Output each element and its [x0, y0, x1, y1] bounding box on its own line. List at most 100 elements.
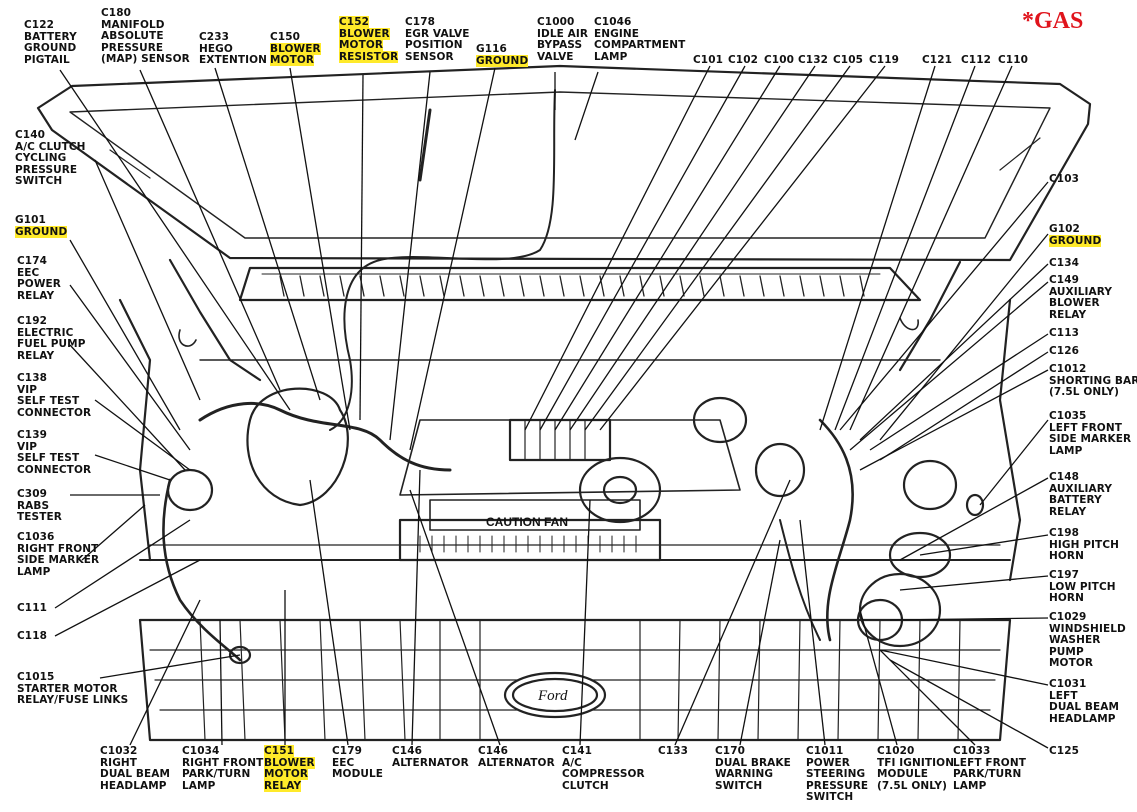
label-line: C121: [922, 54, 953, 66]
label-line: A/C: [562, 756, 582, 769]
label-line: LAMP: [17, 565, 51, 578]
label-line: VIP: [17, 383, 38, 396]
label-line: TESTER: [17, 511, 62, 523]
leader-line-c1034: [219, 619, 223, 746]
label-line: C1033: [953, 745, 991, 757]
label-line: EEC: [17, 266, 40, 279]
label-line: C1015: [17, 671, 55, 683]
label-line: ENGINE: [594, 27, 640, 40]
label-line: HEADLAMP: [100, 779, 167, 792]
label-line: C150: [270, 31, 301, 43]
label-line: G101: [15, 214, 46, 226]
label-line: ELECTRIC: [17, 326, 74, 339]
label-line: DUAL BEAM: [100, 768, 171, 780]
label-c121: C121: [922, 54, 953, 67]
label-c100: C100: [764, 54, 794, 67]
leader-line-c1020: [859, 609, 898, 746]
label-line: SIDE MARKER: [17, 554, 100, 566]
label-line: MOTOR: [1049, 657, 1094, 669]
label-c132: C132: [798, 54, 828, 67]
label-line: VIP: [17, 440, 38, 453]
leader-line-g116: [409, 67, 496, 451]
label-line: SWITCH: [15, 175, 63, 187]
label-c112: C112: [961, 54, 991, 67]
label-line: SELF TEST: [17, 452, 80, 464]
leader-line-c110: [849, 65, 1013, 431]
label-line: ABSOLUTE: [101, 30, 164, 42]
label-line: C119: [869, 54, 900, 66]
leader-line-c1029: [889, 617, 1049, 621]
label-line: C152: [339, 16, 370, 28]
label-c134: C134: [1049, 257, 1079, 270]
label-line: C149: [1049, 274, 1080, 286]
label-line: SELF TEST: [17, 395, 80, 407]
label-line: HEGO: [199, 42, 233, 55]
label-line: EXTENTION: [199, 54, 268, 66]
label-c113: C113: [1049, 327, 1079, 340]
label-line: HIGH PITCH: [1049, 538, 1120, 551]
label-line: SENSOR: [405, 50, 454, 63]
leader-line-c125: [889, 659, 1049, 749]
leader-line-c141: [579, 499, 591, 746]
label-line: MOTOR: [270, 54, 315, 66]
label-line: MODULE: [332, 768, 384, 780]
label-line: PRESSURE: [101, 41, 164, 54]
label-line: C1000: [537, 16, 575, 28]
leader-line-c180: [139, 69, 281, 391]
label-line: C138: [17, 372, 48, 384]
label-line: LEFT: [1049, 689, 1078, 702]
label-line: GROUND: [476, 54, 529, 67]
leader-line-c118: [54, 559, 201, 637]
label-line: BLOWER: [264, 756, 315, 769]
label-c105: C105: [833, 54, 863, 67]
label-line: C179: [332, 745, 363, 757]
label-line: RABS: [17, 499, 50, 512]
label-line: C111: [17, 602, 48, 614]
label-line: C1029: [1049, 611, 1087, 623]
leader-line-c134: [859, 263, 1049, 441]
label-line: FUEL PUMP: [17, 338, 86, 350]
label-line: C125: [1049, 745, 1080, 757]
label-line: C178: [405, 16, 436, 28]
label-line: CONNECTOR: [17, 463, 92, 476]
label-line: LEFT FRONT: [1049, 421, 1122, 434]
label-line: PRESSURE: [806, 779, 869, 792]
leader-line-c1032: [129, 599, 201, 746]
label-c111: C111: [17, 602, 48, 615]
leader-line-c146a: [411, 469, 421, 746]
label-line: C122: [24, 19, 55, 31]
label-line: BATTERY: [24, 30, 77, 43]
label-line: AUXILIARY: [1049, 482, 1113, 495]
leader-line-c1031: [879, 649, 1049, 686]
label-line: C151: [264, 745, 295, 757]
leader-line-c1036: [81, 504, 146, 561]
label-line: C139: [17, 429, 48, 441]
leader-line-c149: [849, 281, 1049, 451]
label-line: C146: [478, 745, 509, 757]
label-line: HEADLAMP: [1049, 712, 1116, 725]
label-line: SHORTING BAR: [1049, 374, 1137, 387]
label-line: C118: [17, 630, 48, 642]
label-line: C146: [392, 745, 423, 757]
label-line: BLOWER: [339, 27, 390, 40]
label-line: BATTERY: [1049, 494, 1102, 506]
label-line: WARNING: [715, 768, 774, 780]
label-c126: C126: [1049, 345, 1079, 358]
label-c133: C133: [658, 745, 688, 758]
label-line: IDLE AIR: [537, 27, 589, 40]
label-line: C1012: [1049, 363, 1087, 375]
leader-line-c192: [69, 344, 186, 471]
